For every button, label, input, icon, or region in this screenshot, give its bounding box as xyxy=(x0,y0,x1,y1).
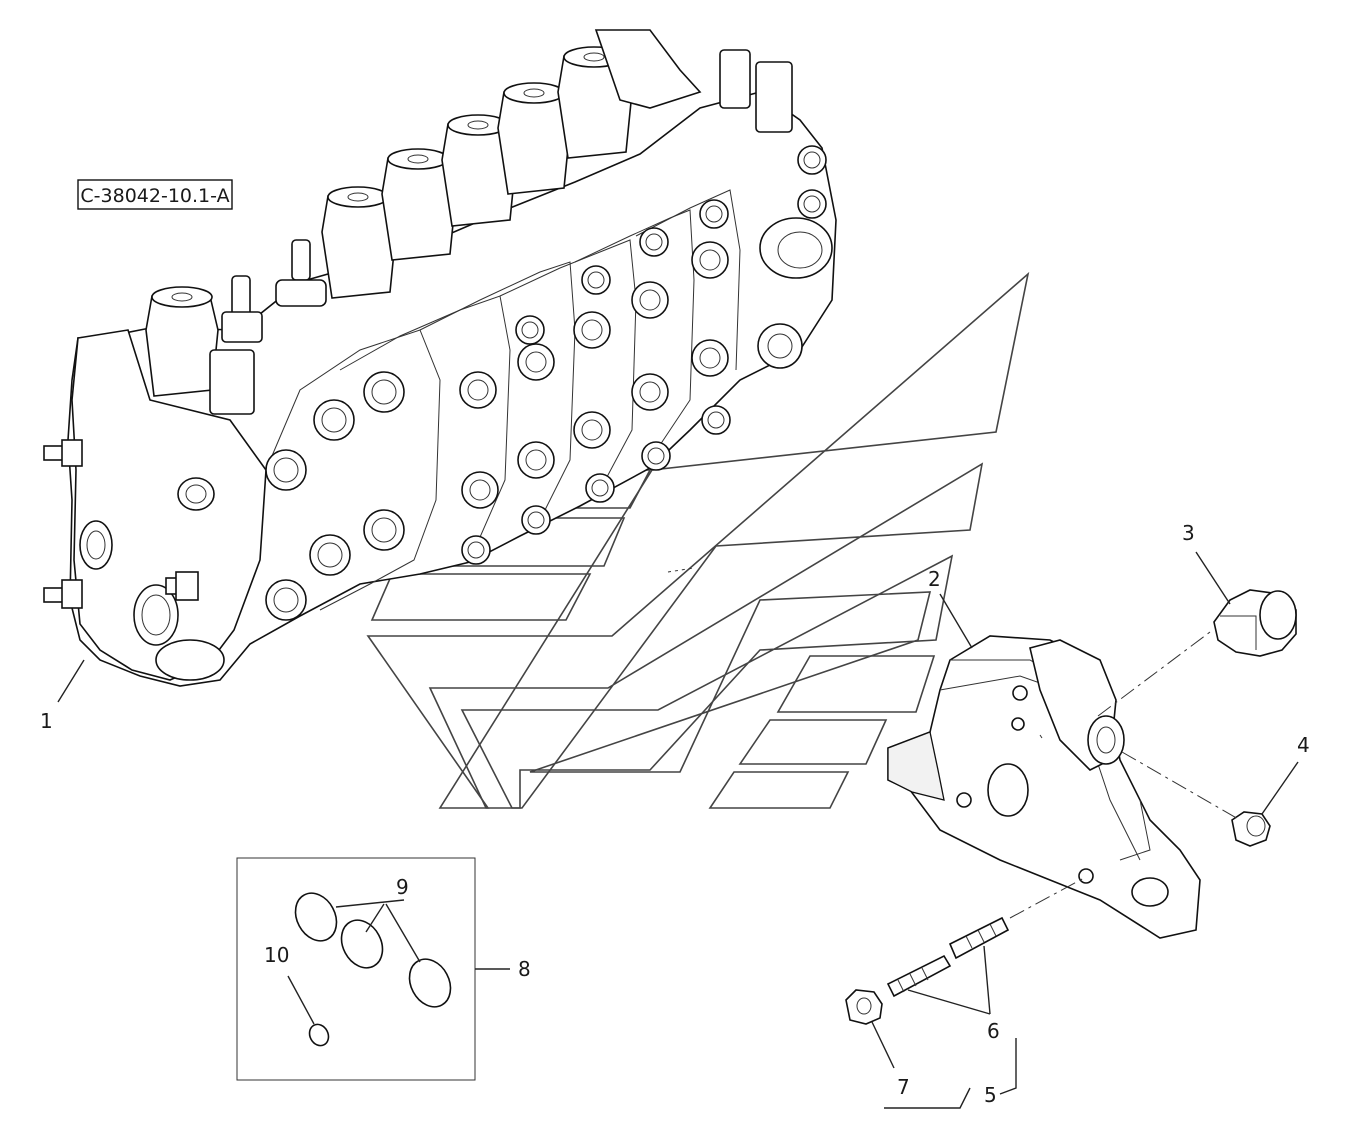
seal-kit-box xyxy=(236,857,476,1081)
callout-2: 2 xyxy=(928,567,941,591)
callout-6: 6 xyxy=(987,1019,1000,1043)
reference-code: C-38042-10.1-A xyxy=(80,185,229,207)
plug-part-4 xyxy=(1231,811,1271,847)
callout-3: 3 xyxy=(1182,521,1195,545)
leader-lines xyxy=(57,551,1299,1109)
callout-10: 10 xyxy=(264,943,289,967)
callout-7: 7 xyxy=(897,1075,910,1099)
callout-5: 5 xyxy=(984,1083,997,1107)
valve-bracket xyxy=(887,635,1201,939)
callout-8: 8 xyxy=(518,957,531,981)
callout-1: 1 xyxy=(40,709,53,733)
nut-part-7 xyxy=(845,989,883,1025)
callout-9: 9 xyxy=(396,875,409,899)
reference-code-box: C-38042-10.1-A xyxy=(77,179,233,210)
control-valve-assembly xyxy=(43,29,837,687)
stud-part-6 xyxy=(886,916,1010,998)
center-lines xyxy=(667,567,1241,919)
callout-4: 4 xyxy=(1297,733,1310,757)
plug-part-3 xyxy=(1213,589,1297,657)
callout-numbers: 1 2 3 4 5 6 7 8 9 10 xyxy=(40,521,1310,1107)
